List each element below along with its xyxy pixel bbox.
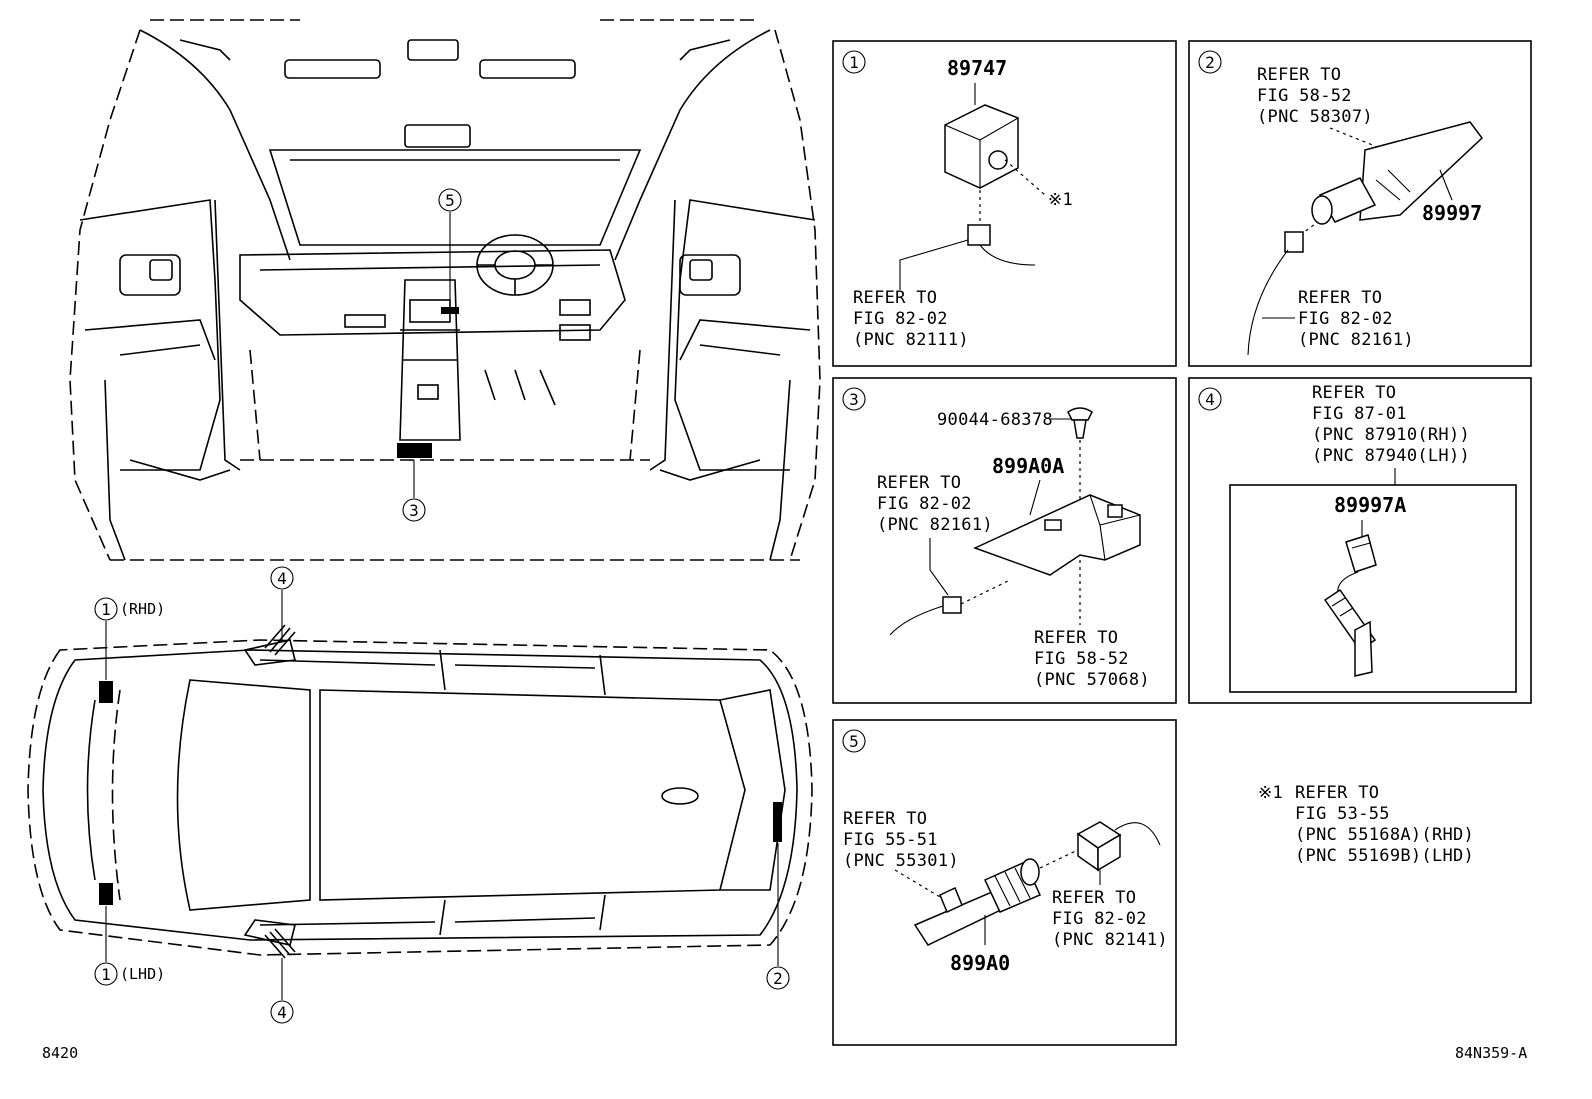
svg-text:(PNC 82141): (PNC 82141) xyxy=(1052,930,1168,950)
callout-5: 5 xyxy=(438,188,462,212)
svg-text:(PNC 55301): (PNC 55301) xyxy=(843,851,959,871)
car-top-view: 4 1 (RHD) 1 (LHD) 2 4 xyxy=(27,566,813,1024)
svg-text:FIG 87-01: FIG 87-01 xyxy=(1312,404,1407,424)
note-mark-1: ※1 xyxy=(1048,190,1073,210)
svg-text:FIG 82-02: FIG 82-02 xyxy=(877,494,972,514)
callout-1-lhd: 1 (LHD) xyxy=(94,962,165,986)
svg-text:(PNC 82111): (PNC 82111) xyxy=(853,330,969,350)
svg-text:1: 1 xyxy=(849,53,859,72)
svg-text:(PNC 82161): (PNC 82161) xyxy=(1298,330,1414,350)
svg-text:FIG 82-02: FIG 82-02 xyxy=(1052,909,1147,929)
marker-5 xyxy=(441,307,459,314)
lhd-label: (LHD) xyxy=(120,965,165,983)
svg-text:4: 4 xyxy=(1205,390,1215,409)
svg-text:(PNC 87940(LH)): (PNC 87940(LH)) xyxy=(1312,446,1470,466)
svg-text:FIG 82-02: FIG 82-02 xyxy=(853,309,948,329)
panel-1: 1 89747 ※1 REFER TO FIG 82-02 (PNC 82111… xyxy=(832,40,1177,367)
callout-1-rhd: 1 (RHD) xyxy=(94,597,165,621)
callout-3: 3 xyxy=(402,498,426,522)
panel-5: 5 REFER TO FIG 55-51 (PNC 55301) 899A0 R… xyxy=(832,719,1177,1046)
svg-text:FIG 53-55: FIG 53-55 xyxy=(1295,804,1390,824)
page-code-left: 8420 xyxy=(42,1044,78,1062)
svg-text:5: 5 xyxy=(849,732,859,751)
svg-text:2: 2 xyxy=(773,969,783,988)
svg-text:REFER TO: REFER TO xyxy=(1034,628,1118,648)
interior-overview: 5 3 xyxy=(69,19,821,561)
svg-text:4: 4 xyxy=(277,1003,287,1022)
part-number-89997a: 89997A xyxy=(1334,493,1406,517)
marker-4-bottom xyxy=(264,928,296,959)
svg-text:(PNC 55169B)(LHD): (PNC 55169B)(LHD) xyxy=(1295,846,1474,866)
svg-text:FIG 58-52: FIG 58-52 xyxy=(1257,86,1352,106)
footnote: ※1 REFER TO FIG 53-55 (PNC 55168A)(RHD) … xyxy=(1258,783,1474,866)
footnote-mark: ※1 xyxy=(1258,783,1283,803)
svg-text:FIG 82-02: FIG 82-02 xyxy=(1298,309,1393,329)
callout-4-bottom: 4 xyxy=(270,1000,294,1024)
callout-2: 2 xyxy=(766,966,790,990)
svg-text:(PNC 82161): (PNC 82161) xyxy=(877,515,993,535)
svg-text:(PNC 58307): (PNC 58307) xyxy=(1257,107,1373,127)
marker-1-rhd xyxy=(99,681,113,703)
svg-text:(PNC 55168A)(RHD): (PNC 55168A)(RHD) xyxy=(1295,825,1474,845)
svg-text:3: 3 xyxy=(849,390,859,409)
svg-text:REFER TO: REFER TO xyxy=(1295,783,1379,803)
marker-2 xyxy=(773,802,782,842)
marker-3 xyxy=(397,443,432,458)
svg-text:2: 2 xyxy=(1205,53,1215,72)
svg-text:3: 3 xyxy=(409,501,419,520)
svg-text:(PNC 87910(RH)): (PNC 87910(RH)) xyxy=(1312,425,1470,445)
svg-text:4: 4 xyxy=(277,569,287,588)
part-number-89997: 89997 xyxy=(1422,201,1482,225)
svg-text:REFER TO: REFER TO xyxy=(1312,383,1396,403)
part-number-899a0: 899A0 xyxy=(950,951,1010,975)
marker-1-lhd xyxy=(99,883,113,905)
panel-2: 2 REFER TO FIG 58-52 (PNC 58307) 89997 R… xyxy=(1188,40,1532,367)
svg-text:1: 1 xyxy=(101,965,111,984)
svg-text:REFER TO: REFER TO xyxy=(1052,888,1136,908)
callout-4-top: 4 xyxy=(270,566,294,590)
page-code-right: 84N359-A xyxy=(1455,1044,1527,1062)
rhd-label: (RHD) xyxy=(120,600,165,618)
part-number-899a0a: 899A0A xyxy=(992,454,1064,478)
panel-3: 3 90044-68378 899A0A REFER TO FIG 82-02 … xyxy=(832,377,1177,704)
part-number-89747: 89747 xyxy=(947,56,1007,80)
svg-text:REFER TO: REFER TO xyxy=(853,288,937,308)
svg-text:REFER TO: REFER TO xyxy=(1257,65,1341,85)
svg-text:FIG 58-52: FIG 58-52 xyxy=(1034,649,1129,669)
svg-text:5: 5 xyxy=(445,191,455,210)
svg-text:REFER TO: REFER TO xyxy=(1298,288,1382,308)
panel-4: 4 REFER TO FIG 87-01 (PNC 87910(RH)) (PN… xyxy=(1188,377,1532,704)
svg-text:FIG 55-51: FIG 55-51 xyxy=(843,830,938,850)
svg-text:1: 1 xyxy=(101,600,111,619)
svg-text:REFER TO: REFER TO xyxy=(877,473,961,493)
svg-text:REFER TO: REFER TO xyxy=(843,809,927,829)
svg-text:(PNC 57068): (PNC 57068) xyxy=(1034,670,1150,690)
clip-number: 90044-68378 xyxy=(937,410,1053,430)
